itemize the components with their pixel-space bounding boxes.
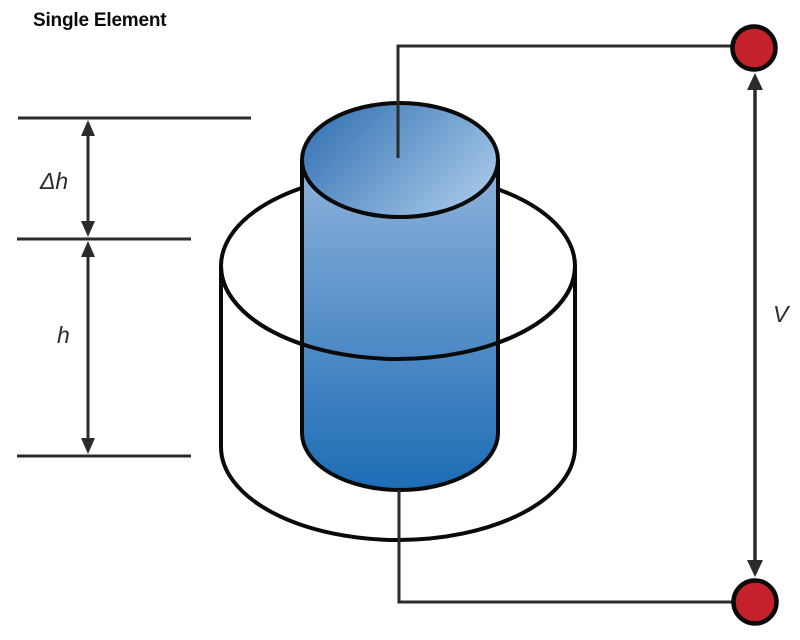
outer-cylinder-front-rim [219, 265, 577, 361]
arrow-down-icon [81, 221, 95, 237]
voltage-dimension: V [747, 73, 791, 577]
arrow-up-icon [747, 73, 763, 90]
top-wire [396, 44, 733, 158]
delta-h-label: Δh [39, 168, 68, 194]
h-label: h [57, 322, 70, 348]
v-label: V [773, 301, 791, 327]
delta-h-dimension: Δh [39, 120, 95, 237]
inner-cylinder-top-cap [300, 101, 500, 219]
bottom-wire [397, 490, 734, 604]
inner-cylinder [300, 101, 500, 492]
arrow-down-icon [747, 560, 763, 577]
arrow-down-icon [81, 438, 95, 454]
arrow-up-icon [81, 120, 95, 136]
reference-lines [17, 116, 251, 458]
top-terminal-node [730, 24, 778, 72]
h-dimension: h [57, 241, 95, 454]
page-title: Single Element [33, 10, 167, 31]
bottom-terminal-node [731, 578, 779, 626]
arrow-up-icon [81, 241, 95, 257]
